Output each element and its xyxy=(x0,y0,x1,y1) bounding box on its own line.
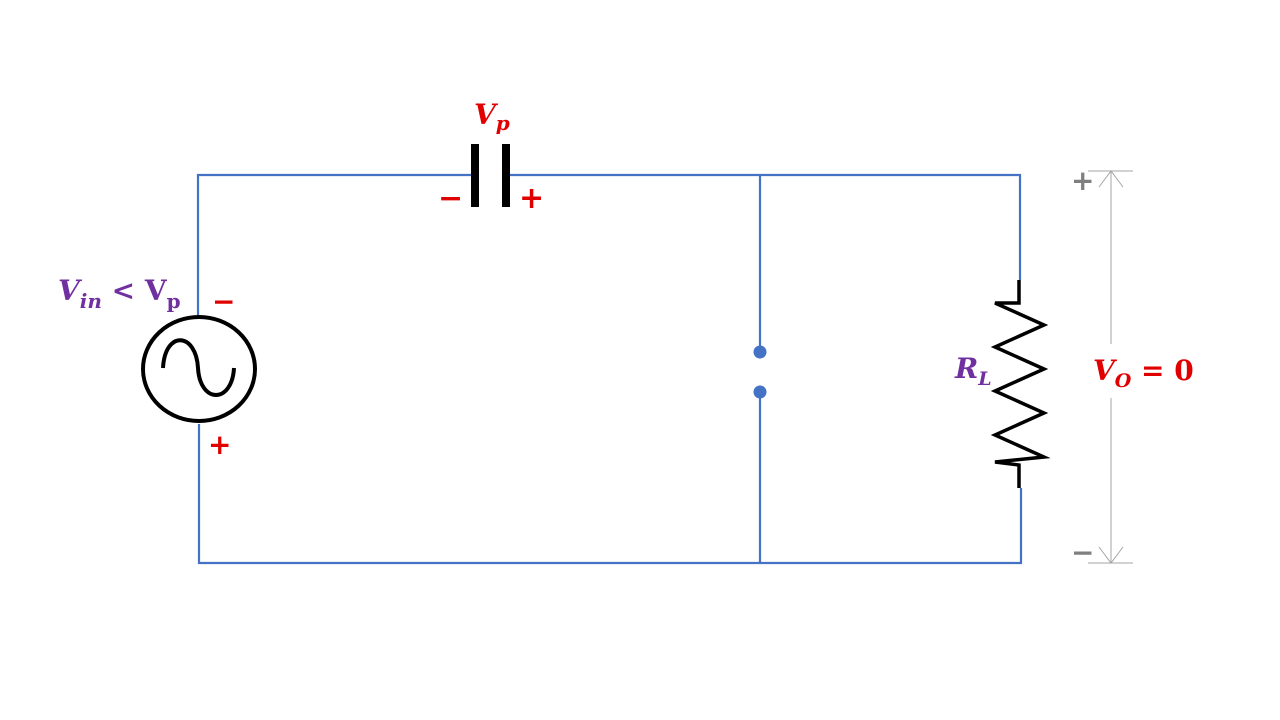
dimension-arrow-bottom xyxy=(1098,546,1124,564)
capacitor-plate-left xyxy=(471,144,479,207)
ac-source-icon xyxy=(141,315,257,423)
resistor-label: RL xyxy=(954,352,992,390)
capacitor-negative-sign: − xyxy=(438,181,463,216)
capacitor xyxy=(471,144,510,207)
output-dimension xyxy=(1088,170,1133,564)
capacitor-label: Vp xyxy=(474,98,510,135)
capacitor-positive-sign: + xyxy=(519,181,544,216)
source-bottom-sign: + xyxy=(208,428,231,461)
capacitor-plate-right xyxy=(502,144,510,207)
top-wire-right xyxy=(507,173,1022,280)
output-top-sign: + xyxy=(1071,164,1094,197)
open-terminal-top xyxy=(753,345,767,359)
output-label: VO = 0 xyxy=(1093,354,1194,392)
open-terminal-bottom xyxy=(753,385,767,399)
output-bottom-sign: − xyxy=(1071,536,1094,569)
top-wire-left xyxy=(196,173,474,316)
source-top-sign: − xyxy=(212,285,235,318)
load-resistor xyxy=(990,280,1051,488)
dimension-arrow-top xyxy=(1098,170,1124,188)
bottom-wire xyxy=(197,424,1023,565)
ac-source-sine xyxy=(161,338,236,397)
wires xyxy=(196,173,1023,565)
source-label: Vin < Vp xyxy=(58,274,181,313)
